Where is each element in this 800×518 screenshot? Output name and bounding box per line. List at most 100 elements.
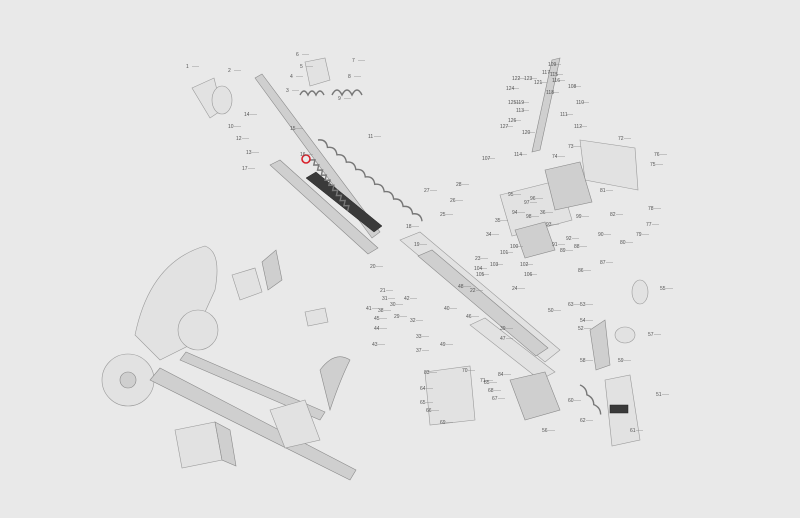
spring-11[interactable] <box>331 89 363 97</box>
grip-cap[interactable] <box>614 326 636 344</box>
part-number-label[interactable]: 56 <box>542 428 548 434</box>
part-number-label[interactable]: 109 <box>548 62 557 68</box>
part-number-label[interactable]: 79 <box>636 232 642 238</box>
part-number-label[interactable]: 43 <box>372 342 378 348</box>
part-number-label[interactable]: 44 <box>374 326 380 332</box>
part-number-label[interactable]: 95 <box>508 192 514 198</box>
part-number-label[interactable]: 61 <box>630 428 636 434</box>
clamp[interactable] <box>304 307 329 327</box>
part-number-label[interactable]: 124 <box>506 86 515 92</box>
part-number-label[interactable]: 92 <box>566 236 572 242</box>
receiver-rail[interactable] <box>417 249 549 357</box>
part-number-label[interactable]: 72 <box>618 136 624 142</box>
part-number-label[interactable]: 113 <box>516 108 524 114</box>
part-number-label[interactable]: 28 <box>456 182 462 188</box>
part-number-label[interactable]: 59 <box>618 358 624 364</box>
part-number-label[interactable]: 71 <box>480 378 486 384</box>
part-number-label[interactable]: 50 <box>548 308 554 314</box>
part-number-label[interactable]: 35 <box>495 218 501 224</box>
part-number-label[interactable]: 17 <box>242 166 248 172</box>
part-number-label[interactable]: 107 <box>482 156 491 162</box>
part-number-label[interactable]: 83 <box>424 370 430 376</box>
part-number-label[interactable]: 112 <box>574 124 582 130</box>
trail-brace[interactable] <box>179 351 326 421</box>
wheel-right[interactable] <box>177 309 219 351</box>
part-number-label[interactable]: 27 <box>424 188 430 194</box>
part-number-label[interactable]: 91 <box>552 242 558 248</box>
part-number-label[interactable]: 90 <box>598 232 604 238</box>
part-number-label[interactable]: 96 <box>530 196 536 202</box>
bolt-carrier[interactable] <box>424 365 476 426</box>
part-number-label[interactable]: 22 <box>470 288 476 294</box>
part-number-label[interactable]: 87 <box>600 260 606 266</box>
part-number-label[interactable]: 122 <box>512 76 521 82</box>
part-number-label[interactable]: 119 <box>516 100 524 106</box>
part-number-label[interactable]: 115 <box>550 72 558 78</box>
elevation-arc[interactable] <box>261 249 283 291</box>
part-number-label[interactable]: 33 <box>416 334 422 340</box>
part-number-label[interactable]: 85 <box>484 380 490 386</box>
part-number-label[interactable]: 55 <box>660 286 666 292</box>
ammo-box[interactable] <box>174 421 223 469</box>
part-number-label[interactable]: 31 <box>382 296 388 302</box>
part-number-label[interactable]: 30 <box>390 302 396 308</box>
part-number-label[interactable]: 69 <box>440 420 446 426</box>
part-number-label[interactable]: 110 <box>576 100 584 106</box>
part-number-label[interactable]: 116 <box>552 78 560 84</box>
part-number-label[interactable]: 26 <box>450 198 456 204</box>
trigger-lever[interactable] <box>589 319 611 371</box>
part-number-label[interactable]: 15 <box>290 126 296 132</box>
part-number-label[interactable]: 19 <box>414 242 420 248</box>
recoil-spring[interactable] <box>299 158 361 211</box>
top-cover[interactable] <box>579 139 639 191</box>
part-number-label[interactable]: 123 <box>524 76 533 82</box>
part-number-label[interactable]: 36 <box>540 210 546 216</box>
part-number-label[interactable]: 18 <box>406 224 412 230</box>
part-number-label[interactable]: 42 <box>404 296 410 302</box>
small-spring-3[interactable] <box>299 90 325 97</box>
part-number-label[interactable]: 5 <box>300 64 303 70</box>
part-number-label[interactable]: 11 <box>368 134 373 140</box>
part-number-label[interactable]: 81 <box>600 188 606 194</box>
part-number-label[interactable]: 12 <box>236 136 242 142</box>
part-number-label[interactable]: 86 <box>578 268 584 274</box>
part-number-label[interactable]: 14 <box>244 112 250 118</box>
part-number-label[interactable]: 63 <box>568 302 574 308</box>
part-number-label[interactable]: 80 <box>620 240 626 246</box>
part-number-label[interactable]: 66 <box>426 408 432 414</box>
part-number-label[interactable]: 105 <box>476 272 485 278</box>
part-number-label[interactable]: 102 <box>520 262 529 268</box>
traverse-bracket[interactable] <box>231 267 263 301</box>
part-number-label[interactable]: 82 <box>610 212 616 218</box>
part-number-label[interactable]: 68 <box>488 388 494 394</box>
part-number-label[interactable]: 117 <box>542 70 550 76</box>
part-number-label[interactable]: 94 <box>512 210 518 216</box>
part-number-label[interactable]: 23 <box>475 256 481 262</box>
part-number-label[interactable]: 2 <box>228 68 231 74</box>
highlighted-part-marker[interactable] <box>301 154 311 164</box>
part-number-label[interactable]: 111 <box>560 112 568 118</box>
part-number-label[interactable]: 37 <box>416 348 422 354</box>
part-number-label[interactable]: 1 <box>186 64 189 70</box>
part-number-label[interactable]: 53 <box>580 302 586 308</box>
part-number-label[interactable]: 125 <box>508 100 517 106</box>
part-number-label[interactable]: 101 <box>500 250 509 256</box>
part-number-label[interactable]: 6 <box>296 52 299 58</box>
part-number-label[interactable]: 88 <box>574 244 580 250</box>
part-number-label[interactable]: 67 <box>492 396 498 402</box>
part-number-label[interactable]: 21 <box>380 288 386 294</box>
grip-knob[interactable] <box>631 279 649 305</box>
part-number-label[interactable]: 65 <box>420 400 426 406</box>
front-sight[interactable] <box>304 57 331 87</box>
part-number-label[interactable]: 75 <box>650 162 656 168</box>
part-number-label[interactable]: 25 <box>440 212 446 218</box>
part-number-label[interactable]: 127 <box>500 124 509 130</box>
part-number-label[interactable]: 64 <box>420 386 426 392</box>
part-number-label[interactable]: 121 <box>534 80 543 86</box>
part-number-label[interactable]: 20 <box>370 264 376 270</box>
operating-rod[interactable] <box>305 171 383 233</box>
ejector-rod[interactable] <box>531 57 561 153</box>
part-number-label[interactable]: 97 <box>524 200 530 206</box>
part-number-label[interactable]: 7 <box>352 58 355 64</box>
part-number-label[interactable]: 47 <box>500 336 506 342</box>
